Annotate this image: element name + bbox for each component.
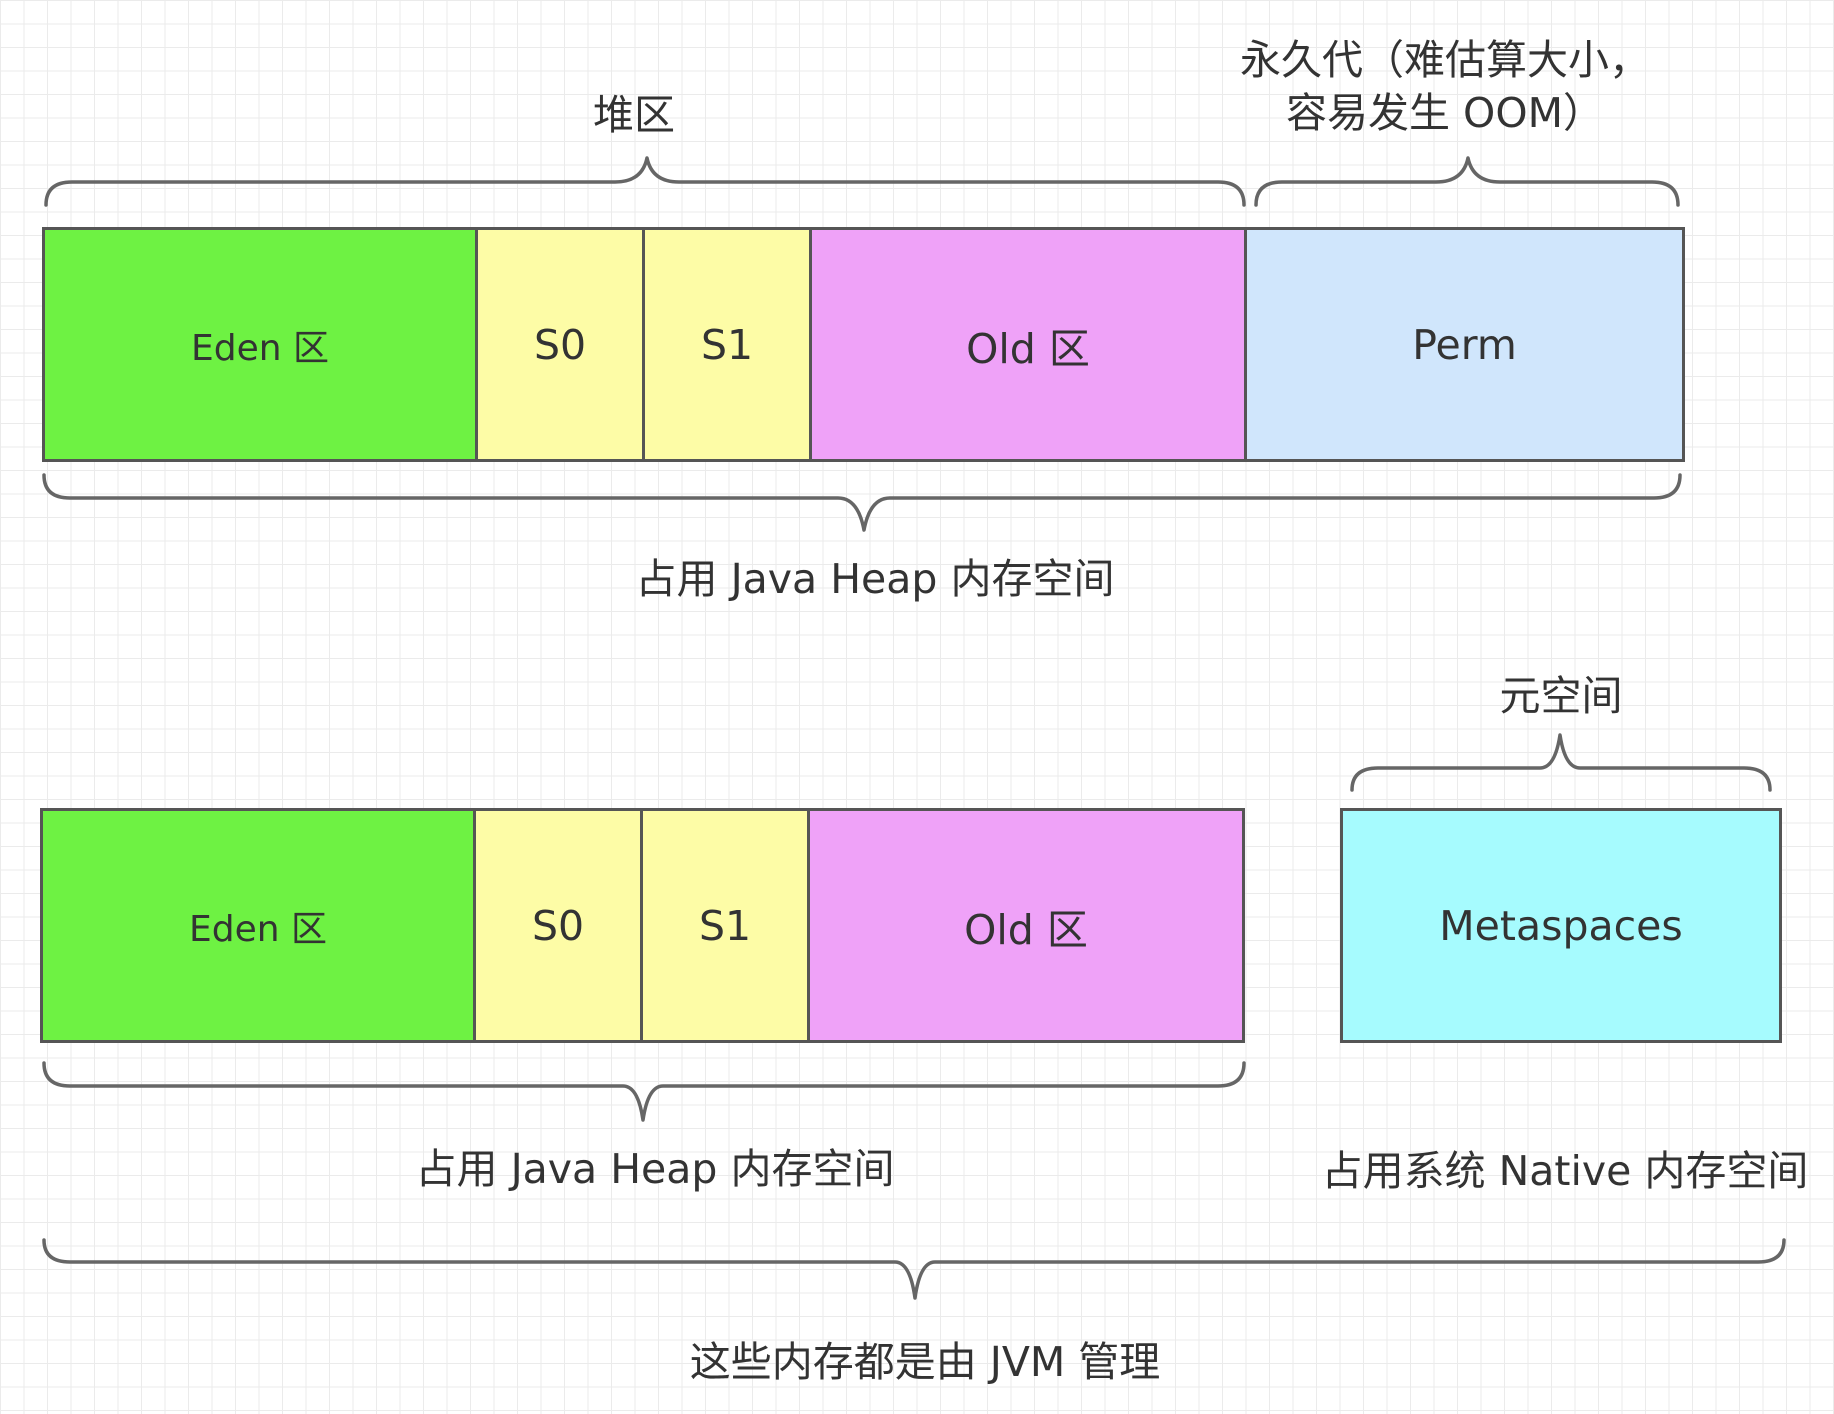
top-perm-box: Perm — [1244, 227, 1685, 462]
bottom-heap-brace — [42, 1061, 1246, 1122]
jvm-managed-label: 这些内存都是由 JVM 管理 — [689, 1338, 1161, 1386]
bottom-s0-label: S0 — [531, 901, 585, 950]
bottom-heap-usage-label: 占用 Java Heap 内存空间 — [415, 1145, 895, 1193]
metaspace-box: Metaspaces — [1340, 808, 1782, 1043]
top-s0-label: S0 — [533, 320, 587, 369]
heap-label: 堆区 — [593, 91, 675, 139]
perm-label: 永久代（难估算大小， 容易发生 OOM） — [1240, 36, 1650, 138]
bottom-eden-label: Eden 区 — [188, 908, 327, 950]
bottom-old-box: Old 区 — [807, 808, 1245, 1043]
bottom-eden-box: Eden 区 — [40, 808, 476, 1043]
top-eden-label: Eden 区 — [190, 327, 329, 369]
metaspace-label: 元空间 — [1499, 672, 1623, 720]
top-heap-usage-label: 占用 Java Heap 内存空间 — [635, 555, 1115, 603]
native-usage-label: 占用系统 Native 内存空间 — [1321, 1147, 1809, 1195]
top-old-label: Old 区 — [966, 324, 1090, 373]
top-eden-box: Eden 区 — [42, 227, 478, 462]
top-s1-label: S1 — [700, 320, 754, 369]
top-s1-box: S1 — [642, 227, 812, 462]
bottom-old-label: Old 区 — [964, 905, 1088, 954]
bottom-s0-box: S0 — [473, 808, 643, 1043]
top-old-box: Old 区 — [809, 227, 1247, 462]
top-s0-box: S0 — [475, 227, 645, 462]
top-perm-label: Perm — [1412, 320, 1517, 369]
top-usage-brace — [42, 473, 1682, 532]
bottom-s1-box: S1 — [640, 808, 810, 1043]
perm-brace — [1254, 156, 1680, 207]
metaspace-box-label: Metaspaces — [1439, 901, 1683, 950]
heap-brace — [44, 156, 1246, 207]
metaspace-brace — [1350, 733, 1772, 792]
bottom-s1-label: S1 — [698, 901, 752, 950]
jvm-brace — [42, 1238, 1786, 1300]
